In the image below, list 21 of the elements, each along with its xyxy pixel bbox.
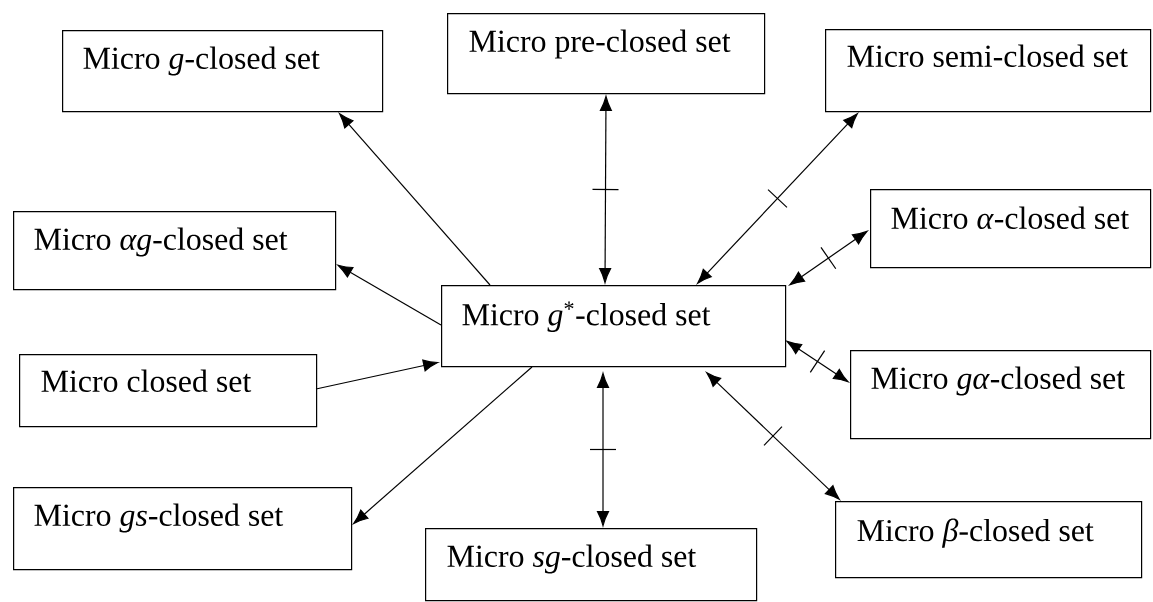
set-box: Micro sg-closed set (425, 528, 758, 602)
set-box: Micro αg-closed set (13, 211, 337, 291)
arrow (786, 340, 849, 383)
arrow (789, 230, 868, 286)
arrow (589, 372, 617, 527)
set-box: Micro β-closed set (835, 501, 1143, 579)
arrow (339, 113, 491, 286)
set-box: Micro gs-closed set (13, 487, 353, 571)
arrow (591, 95, 620, 284)
set-box: Micro g-closed set (62, 30, 384, 113)
arrow (697, 113, 858, 284)
set-box: Micro α-closed set (870, 189, 1152, 269)
set-box: Micro pre-closed set (447, 13, 766, 95)
set-box: Micro semi-closed set (825, 29, 1152, 113)
arrow (353, 366, 533, 524)
arrow (315, 359, 439, 390)
set-box: Micro g$^{*}$-closed set (441, 285, 787, 368)
arrow (337, 264, 442, 326)
arrow (706, 372, 840, 500)
set-box: Micro gα-closed set (850, 350, 1152, 440)
set-box: Micro closed set (19, 354, 318, 428)
